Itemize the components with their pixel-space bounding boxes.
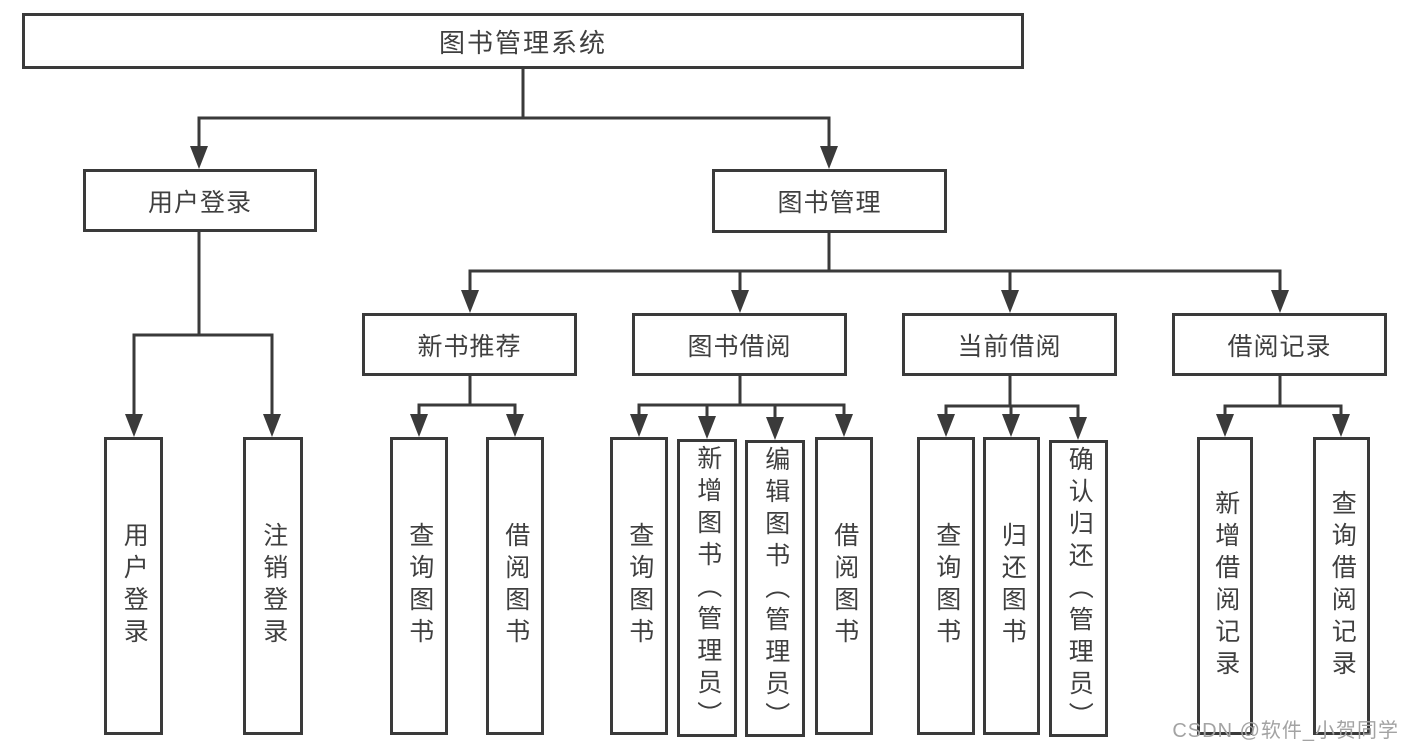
node-module-borrow-records: 借阅记录 bbox=[1172, 313, 1387, 376]
node-module-book-borrow: 图书借阅 bbox=[632, 313, 847, 376]
node-leaf-query-books-recommend: 查询图书 bbox=[390, 437, 448, 735]
node-leaf-logout: 注销登录 bbox=[243, 437, 303, 735]
node-root-system: 图书管理系统 bbox=[22, 13, 1024, 69]
node-leaf-borrow-books-recommend: 借阅图书 bbox=[486, 437, 544, 735]
node-leaf-query-books-borrow: 查询图书 bbox=[610, 437, 668, 735]
node-leaf-confirm-return-admin: 确认归还（管理员） bbox=[1049, 440, 1108, 737]
node-module-current-borrow: 当前借阅 bbox=[902, 313, 1117, 376]
node-leaf-return-books: 归还图书 bbox=[983, 437, 1040, 735]
node-leaf-add-borrow-record: 新增借阅记录 bbox=[1197, 437, 1253, 735]
node-leaf-query-borrow-record: 查询借阅记录 bbox=[1313, 437, 1370, 735]
node-leaf-user-login: 用户登录 bbox=[104, 437, 163, 735]
node-branch-user-login: 用户登录 bbox=[83, 169, 317, 232]
node-leaf-add-book-admin: 新增图书（管理员） bbox=[677, 439, 737, 737]
node-leaf-query-books-current: 查询图书 bbox=[917, 437, 975, 735]
node-module-new-book-recommend: 新书推荐 bbox=[362, 313, 577, 376]
node-leaf-edit-book-admin: 编辑图书（管理员） bbox=[745, 440, 805, 737]
csdn-watermark: CSDN @软件_小贺同学 bbox=[1172, 720, 1399, 742]
arrowheads bbox=[125, 146, 1350, 440]
node-branch-book-management: 图书管理 bbox=[712, 169, 947, 233]
node-leaf-borrow-books: 借阅图书 bbox=[815, 437, 873, 735]
